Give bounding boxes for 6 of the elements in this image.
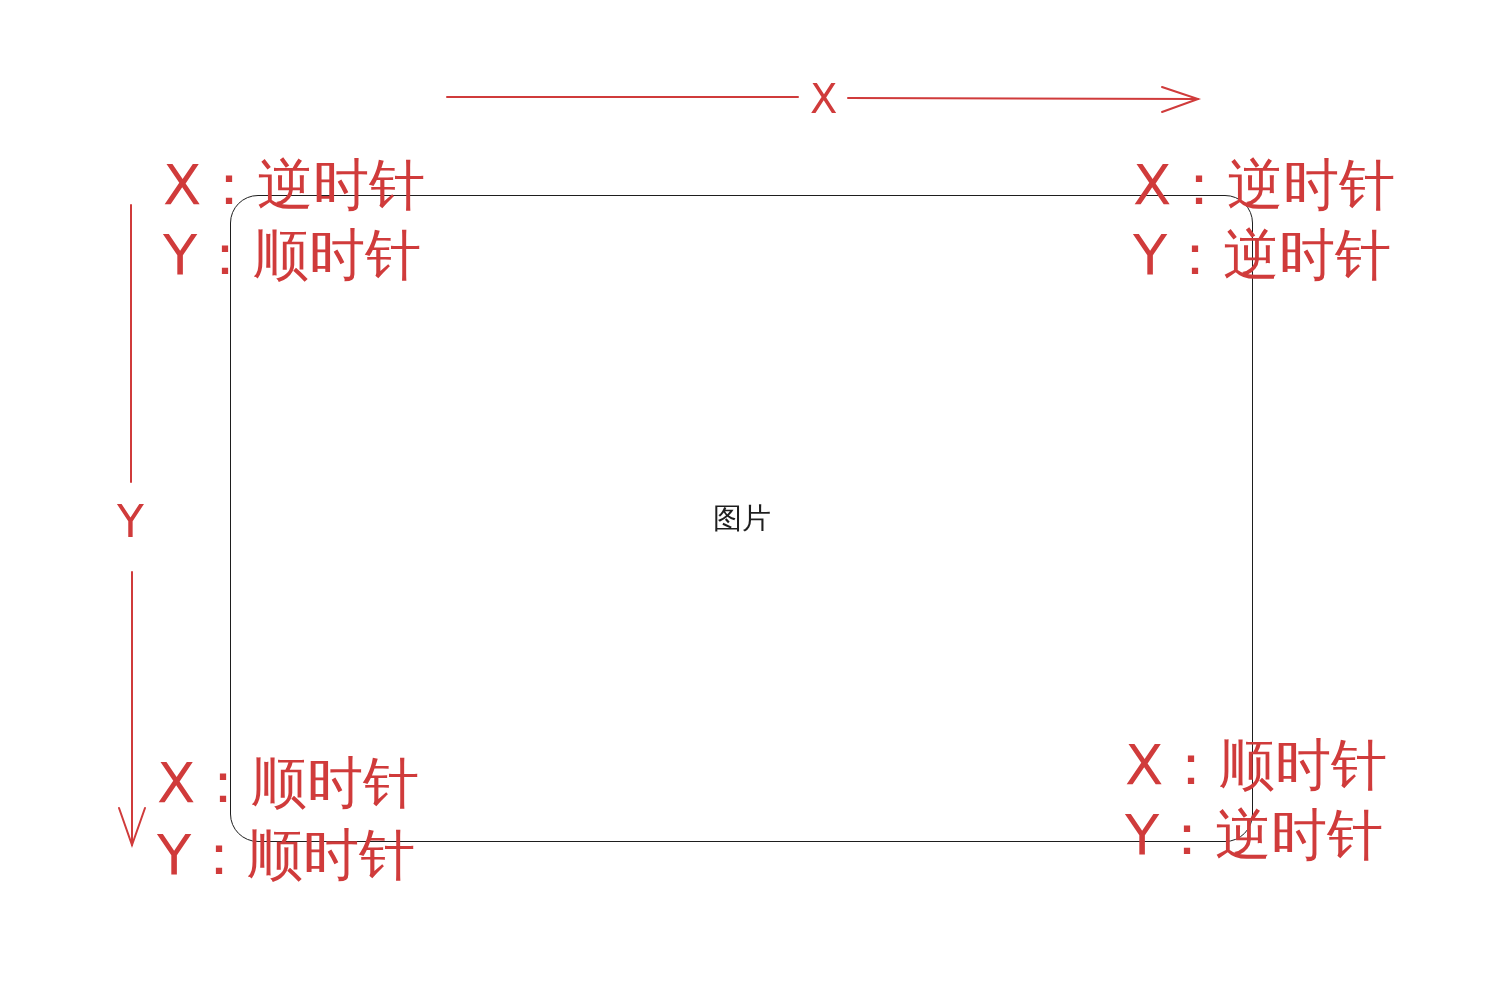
corner-label: X：顺时针 — [157, 755, 420, 811]
corner-label: Y：顺时针 — [157, 827, 416, 883]
axis-label: Y — [117, 500, 144, 544]
axis-label: X — [810, 79, 838, 119]
picture-caption: 图片 — [712, 499, 771, 537]
corner-label: Y：顺时针 — [163, 227, 422, 283]
